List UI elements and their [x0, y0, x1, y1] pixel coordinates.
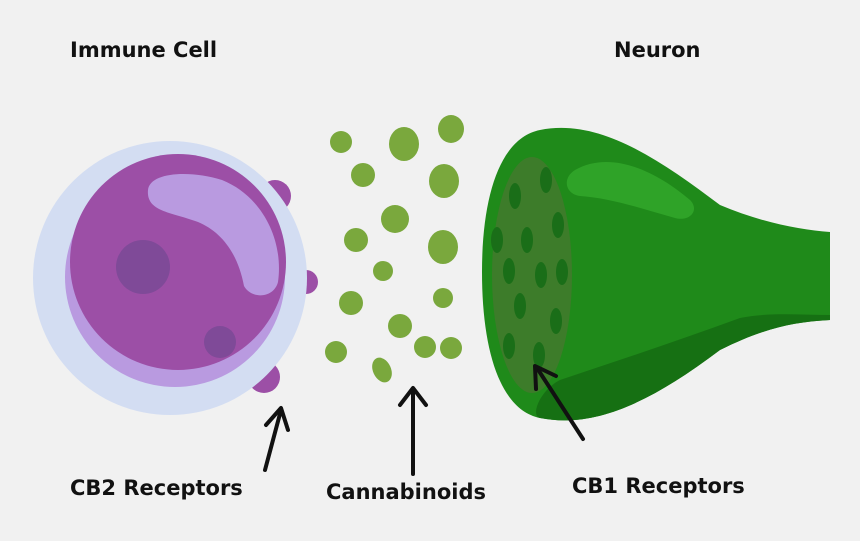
- cb1-receptor: [540, 167, 552, 193]
- cannabinoid-molecule: [389, 127, 419, 161]
- cannabinoid-molecule: [438, 115, 464, 143]
- cb1-receptor-cluster: [491, 167, 568, 368]
- cb1-arrow: [533, 364, 585, 441]
- cb1-receptor: [514, 293, 526, 319]
- immune-cell-granule-small: [204, 326, 236, 358]
- cb1-receptor: [503, 258, 515, 284]
- neuron-body: [482, 127, 830, 421]
- cb1-receptor: [552, 212, 564, 238]
- neuron-highlight: [566, 161, 695, 219]
- cb1-receptor: [550, 308, 562, 334]
- cannabinoid-molecule: [428, 230, 458, 264]
- neuron-synaptic-face: [492, 157, 572, 393]
- neuron-title: Neuron: [614, 38, 701, 62]
- cb1-receptor: [503, 333, 515, 359]
- cb1-receptor: [535, 262, 547, 288]
- cannabinoid-molecule: [339, 291, 363, 315]
- immune-cell-lobe: [147, 174, 279, 296]
- cannabinoid-molecule: [372, 357, 392, 383]
- cb1-receptor: [521, 227, 533, 253]
- cb1-receptor: [533, 342, 545, 368]
- cannabinoid-molecule: [414, 336, 436, 358]
- arrows: [263, 364, 585, 476]
- cannabinoid-molecule: [351, 163, 375, 187]
- immune-cell: [33, 141, 318, 415]
- cb1-receptors-label: CB1 Receptors: [572, 474, 745, 498]
- cannabinoid-cluster: [325, 115, 464, 383]
- cannabinoid-molecule: [440, 337, 462, 359]
- cannabinoids-arrow: [398, 386, 428, 476]
- cannabinoid-molecule: [325, 341, 347, 363]
- cb1-receptor: [491, 227, 503, 253]
- cb1-receptor: [556, 259, 568, 285]
- cannabinoid-molecule: [388, 314, 412, 338]
- cannabinoid-molecule: [429, 164, 459, 198]
- cb1-receptor: [509, 183, 521, 209]
- cannabinoid-molecule: [344, 228, 368, 252]
- cb2-arrow: [263, 406, 290, 472]
- immune-cell-title: Immune Cell: [70, 38, 218, 62]
- neuron-shadow: [536, 314, 830, 421]
- neuron: [482, 127, 830, 421]
- cannabinoid-molecule: [373, 261, 393, 281]
- cb2-receptors-label: CB2 Receptors: [70, 476, 243, 500]
- cannabinoid-molecule: [381, 205, 409, 233]
- cannabinoid-molecule: [433, 288, 453, 308]
- cannabinoid-molecule: [330, 131, 352, 153]
- immune-cell-granule-large: [116, 240, 170, 294]
- cannabinoids-label: Cannabinoids: [326, 480, 486, 504]
